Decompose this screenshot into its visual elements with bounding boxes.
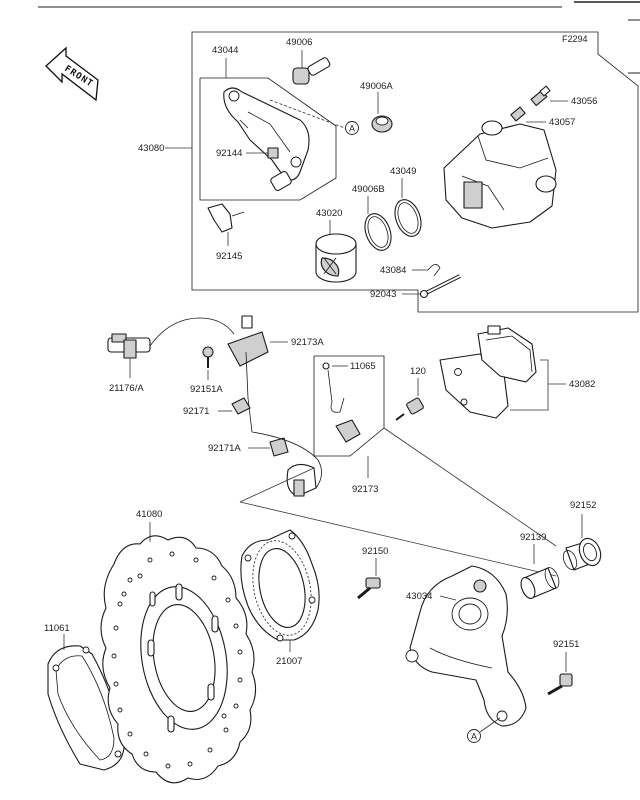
label-92139: 92139: [520, 532, 546, 543]
guide-lines: [239, 427, 557, 577]
caliper-bracket: [223, 87, 310, 181]
label-43084: 43084: [380, 265, 406, 276]
label-11065: 11065: [350, 361, 376, 372]
disc-holes: [111, 551, 243, 769]
label-43020: 43020: [316, 208, 342, 219]
sensor-cable: [251, 431, 322, 497]
bracket-group-92173: [313, 355, 385, 457]
sensor-rotor-21007: [240, 529, 320, 642]
cap-43057: [510, 106, 526, 122]
label-49006: 49006: [286, 37, 312, 48]
bolt-92150: [357, 577, 381, 600]
caliper-body: [443, 120, 557, 229]
clamp-92171: [231, 397, 251, 415]
collar-92139: [520, 567, 560, 599]
svg-text:A: A: [471, 732, 477, 742]
seal-43049: [394, 199, 422, 237]
label-21176A: 21176/A: [109, 383, 144, 394]
leader-marker-a: [479, 717, 501, 733]
label-92151: 92151: [553, 639, 579, 650]
leader-43034: [439, 595, 457, 601]
bracket-subbox: [199, 77, 337, 201]
label-92144: 92144: [216, 148, 242, 159]
svg-text:A: A: [349, 124, 355, 134]
label-43057: 43057: [549, 117, 575, 128]
torque-bracket-43034: [405, 565, 527, 727]
slide-pin: [269, 99, 351, 192]
clip-92145: [207, 203, 245, 233]
pad-pin-92043: [419, 274, 461, 299]
bracket-43082: [510, 359, 549, 411]
figure-code: F2294: [562, 34, 588, 44]
label-11061: 11061: [44, 623, 70, 634]
collar-92152: [562, 537, 602, 571]
label-49006A: 49006A: [360, 81, 393, 92]
header-rules: [38, 1, 640, 74]
bracket-92173A: [227, 315, 269, 433]
clip-43084: [427, 264, 441, 277]
front-arrow-icon: FRONT: [45, 46, 99, 102]
boot-49006A: [371, 115, 393, 133]
label-43049: 43049: [390, 166, 416, 177]
bleed-valve-43056: [530, 85, 551, 107]
label-49006B: 49006B: [352, 184, 385, 195]
marker-a-bottom: A: [467, 729, 481, 743]
bolt-92151: [547, 673, 573, 696]
bolt-120: [395, 397, 424, 421]
clamp-92171A: [269, 437, 289, 457]
label-43034: 43034: [406, 591, 432, 602]
label-43080: 43080: [138, 143, 164, 154]
label-92173: 92173: [352, 484, 378, 495]
abs-sensor-21176A: [107, 317, 235, 359]
boot-49006: [292, 57, 331, 85]
label-21007: 21007: [276, 656, 302, 667]
brake-pads-43082: [439, 325, 537, 419]
label-92171A: 92171A: [208, 443, 241, 454]
label-92173A: 92173A: [291, 337, 324, 348]
label-41080: 41080: [136, 509, 162, 520]
marker-a-top: A: [345, 121, 359, 135]
label-92151A: 92151A: [190, 384, 223, 395]
label-92171: 92171: [183, 406, 209, 417]
label-43056: 43056: [571, 96, 597, 107]
label-43044: 43044: [212, 45, 238, 56]
caliper-assembly-box: [191, 31, 639, 313]
label-120: 120: [410, 366, 426, 377]
brake-disc-41080: [100, 535, 257, 784]
seal-49006B: [364, 213, 392, 251]
piston-43020: [315, 233, 357, 283]
label-92152: 92152: [570, 500, 596, 511]
label-92043: 92043: [370, 289, 396, 300]
label-92150: 92150: [362, 546, 388, 557]
label-43082: 43082: [569, 379, 595, 390]
bolt-92151A: [202, 346, 214, 368]
label-92145: 92145: [216, 251, 242, 262]
clip-92144: [267, 147, 279, 159]
